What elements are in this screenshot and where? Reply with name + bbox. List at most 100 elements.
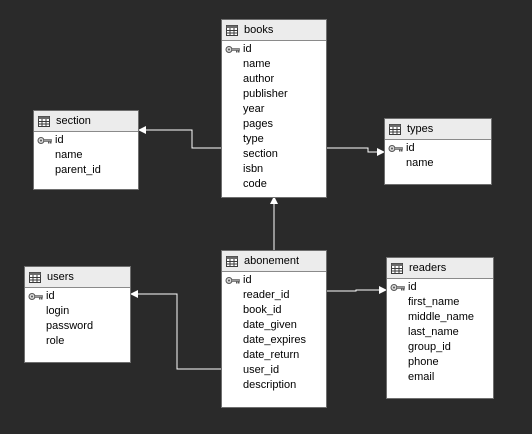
column-name: user_id: [243, 364, 280, 376]
table-grid-icon: [391, 262, 403, 274]
column-row[interactable]: password: [25, 319, 130, 334]
column-name: password: [46, 320, 94, 332]
column-name: book_id: [243, 304, 282, 316]
table-grid-icon: [29, 271, 41, 283]
table-grid-icon: [226, 24, 238, 36]
table-title: books: [244, 24, 274, 36]
relation-books-section: [138, 126, 221, 149]
table-header-users[interactable]: users: [25, 267, 130, 288]
column-name: id: [55, 134, 64, 146]
column-name: publisher: [243, 88, 288, 100]
column-row[interactable]: name: [34, 148, 138, 163]
column-row[interactable]: role: [25, 334, 130, 349]
column-name: date_expires: [243, 334, 306, 346]
key-icon: [37, 137, 52, 144]
column-row[interactable]: isbn: [222, 162, 326, 177]
column-row[interactable]: description: [222, 378, 326, 393]
column-name: id: [408, 281, 417, 293]
column-name: name: [406, 157, 434, 169]
table-title: types: [407, 123, 434, 135]
column-row[interactable]: group_id: [387, 340, 493, 355]
column-name: type: [243, 133, 264, 145]
column-name: id: [406, 142, 415, 154]
table-title: section: [56, 115, 91, 127]
column-row[interactable]: date_return: [222, 348, 326, 363]
column-row[interactable]: id: [387, 280, 493, 295]
column-row[interactable]: type: [222, 132, 326, 147]
column-name: first_name: [408, 296, 460, 308]
column-row[interactable]: year: [222, 102, 326, 117]
column-name: group_id: [408, 341, 451, 353]
column-row[interactable]: code: [222, 177, 326, 192]
table-header-readers[interactable]: readers: [387, 258, 493, 279]
table-types[interactable]: types id name: [384, 118, 492, 185]
column-row[interactable]: email: [387, 370, 493, 385]
column-row[interactable]: id: [25, 289, 130, 304]
column-row[interactable]: name: [222, 57, 326, 72]
column-name: id: [243, 274, 252, 286]
column-row[interactable]: book_id: [222, 303, 326, 318]
column-row[interactable]: id: [222, 273, 326, 288]
column-name: description: [243, 379, 297, 391]
column-name: role: [46, 335, 65, 347]
column-name: year: [243, 103, 265, 115]
column-name: parent_id: [55, 164, 101, 176]
column-row[interactable]: id: [222, 42, 326, 57]
key-icon: [225, 277, 240, 284]
relation-abonement-users: [130, 290, 221, 370]
column-row[interactable]: user_id: [222, 363, 326, 378]
column-row[interactable]: id: [34, 133, 138, 148]
column-row[interactable]: date_given: [222, 318, 326, 333]
column-name: name: [243, 58, 271, 70]
column-name: code: [243, 178, 267, 190]
column-row[interactable]: section: [222, 147, 326, 162]
column-name: section: [243, 148, 278, 160]
column-row[interactable]: parent_id: [34, 163, 138, 178]
table-columns: id first_name middle_name last_name group_id…: [387, 279, 493, 385]
table-header-section[interactable]: section: [34, 111, 138, 132]
column-name: id: [243, 43, 252, 55]
table-header-books[interactable]: books: [222, 20, 326, 41]
key-icon: [388, 145, 403, 152]
relation-books-types: [327, 147, 385, 156]
table-header-types[interactable]: types: [385, 119, 491, 140]
table-users[interactable]: users id login password role: [24, 266, 131, 363]
key-icon: [225, 46, 240, 53]
column-name: last_name: [408, 326, 459, 338]
column-row[interactable]: phone: [387, 355, 493, 370]
column-name: id: [46, 290, 55, 302]
column-name: login: [46, 305, 70, 317]
column-row[interactable]: date_expires: [222, 333, 326, 348]
column-row[interactable]: author: [222, 72, 326, 87]
table-header-abonement[interactable]: abonement: [222, 251, 326, 272]
column-row[interactable]: login: [25, 304, 130, 319]
relation-abonement-readers: [327, 286, 387, 294]
column-row[interactable]: last_name: [387, 325, 493, 340]
column-name: reader_id: [243, 289, 290, 301]
column-row[interactable]: name: [385, 156, 491, 171]
column-name: date_given: [243, 319, 297, 331]
table-grid-icon: [226, 255, 238, 267]
column-row[interactable]: publisher: [222, 87, 326, 102]
table-columns: id reader_id book_id date_given date_expires…: [222, 272, 326, 393]
column-row[interactable]: reader_id: [222, 288, 326, 303]
column-row[interactable]: middle_name: [387, 310, 493, 325]
column-row[interactable]: id: [385, 141, 491, 156]
column-row[interactable]: first_name: [387, 295, 493, 310]
table-title: users: [47, 271, 74, 283]
key-icon: [390, 284, 405, 291]
key-icon: [28, 293, 43, 300]
column-name: email: [408, 371, 435, 383]
column-name: date_return: [243, 349, 300, 361]
column-row[interactable]: pages: [222, 117, 326, 132]
column-name: middle_name: [408, 311, 475, 323]
table-columns: id name: [385, 140, 491, 171]
